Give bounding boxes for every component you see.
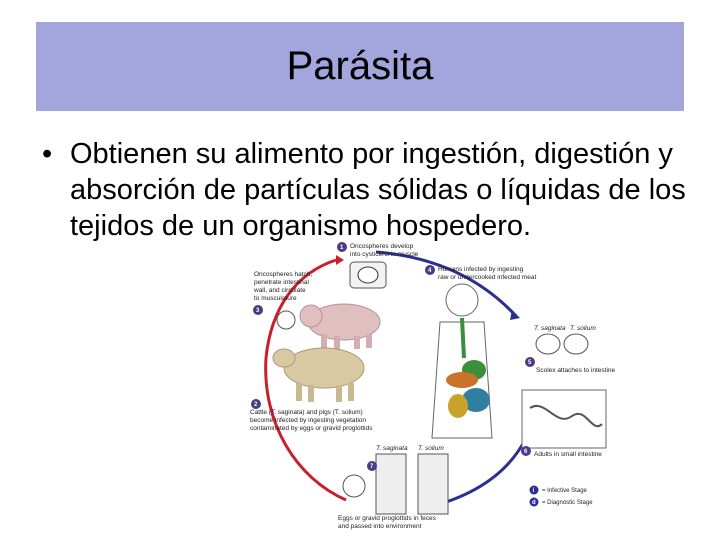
legend-diagnostic-text: = Diagnostic Stage	[542, 500, 593, 506]
diagnostic-stage-icon	[529, 497, 539, 507]
title-bar: Parásita	[36, 22, 684, 111]
step-4-label-line-1: Humans infected by ingesting	[438, 266, 524, 273]
step-5-badge	[525, 357, 535, 367]
bullet-marker: •	[42, 138, 53, 170]
step-5-label-line-1: Scolex attaches to intestine	[536, 367, 616, 374]
step-7-badge	[367, 461, 377, 471]
arrowhead-icon	[336, 255, 344, 265]
step-1-badge	[337, 242, 347, 252]
egg-icon	[342, 474, 366, 498]
legend-infective-text: = Infective Stage	[542, 488, 588, 494]
tapeworm-life-cycle-diagram: 1 2 3 4 5 6 7 Oncospheres develop into c…	[226, 238, 624, 530]
step-3-label-line-3: wall, and circulate	[253, 287, 306, 294]
step-2-label-line-2: become infected by ingesting vegetation	[250, 417, 366, 424]
species-label-saginata-bottom: T. saginata	[376, 445, 408, 452]
species-label-solium-top: T. solium	[570, 325, 596, 332]
scolex-icon	[535, 333, 589, 355]
step-1-label-line-2: into cysticerci in muscle	[350, 251, 419, 258]
step-2-label-line-3: contaminated by eggs or gravid proglotti…	[250, 425, 373, 432]
species-label-saginata-top: T. saginata	[534, 325, 566, 332]
step-4-badge	[425, 265, 435, 275]
step-3-number: 3	[256, 308, 260, 314]
step-3-label-line-4: to musculature	[254, 295, 297, 302]
step-2-number: 2	[254, 402, 258, 408]
proglottid-icon	[375, 453, 449, 515]
arrowhead-icon	[510, 310, 520, 320]
cycle-arrow-red-top	[264, 258, 337, 359]
human-body-icon	[431, 283, 493, 439]
step-2-badge	[251, 399, 261, 409]
bullet-text: Obtienen su alimento por ingestión, dige…	[70, 138, 686, 242]
step-6-number: 6	[524, 449, 528, 455]
step-1-number: 1	[340, 245, 344, 251]
step-4-number: 4	[428, 268, 432, 274]
step-6-badge	[521, 446, 531, 456]
step-7-label-line-1: Eggs or gravid proglottids in feces	[338, 515, 437, 522]
step-6-label-line-1: Adults in small intestine	[534, 451, 602, 458]
legend-infective-symbol: i	[533, 488, 535, 494]
life-cycle-svg: 1 2 3 4 5 6 7 Oncospheres develop into c…	[250, 242, 616, 530]
step-4-label-line-2: raw or undercooked infected meat	[438, 274, 536, 281]
step-7-label-line-2: and passed into environment	[338, 523, 422, 530]
oncosphere-icon	[276, 310, 296, 330]
step-5-number: 5	[528, 360, 532, 366]
slide-title: Parásita	[286, 44, 434, 88]
step-3-label-line-1: Oncospheres hatch,	[254, 271, 312, 278]
legend-diagnostic-symbol: d	[532, 500, 536, 506]
cyst-icon	[357, 266, 379, 284]
infective-stage-icon	[529, 485, 539, 495]
step-1-label-line-1: Oncospheres develop	[350, 243, 414, 250]
adult-worm-icon	[521, 389, 607, 449]
step-3-badge	[253, 305, 263, 315]
cow-icon	[272, 347, 365, 402]
species-label-solium-bottom: T. solium	[418, 445, 444, 452]
cycle-arrow-blue-top	[375, 250, 518, 318]
step-3-label-line-2: penetrate intestinal	[254, 279, 309, 286]
cycle-arrow-red-left	[264, 357, 347, 502]
pig-icon	[299, 303, 381, 349]
step-2-label-line-1: Cattle (T. saginata) and pigs (T. solium…	[250, 409, 363, 416]
step-7-number: 7	[370, 464, 374, 470]
